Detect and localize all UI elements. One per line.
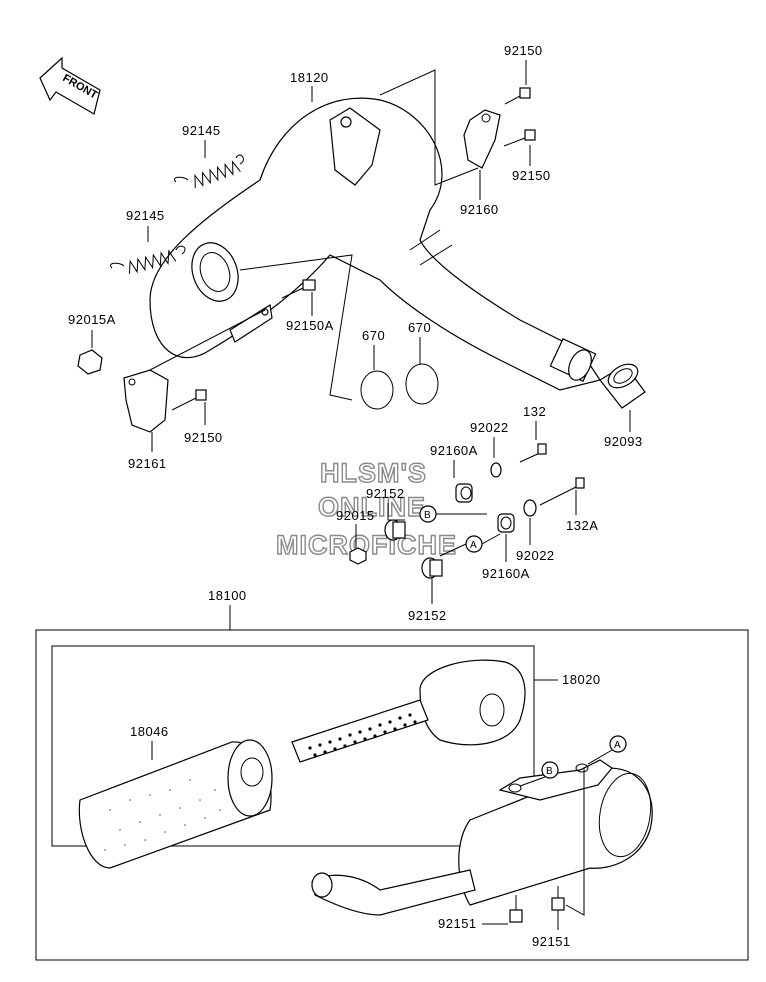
spring-92145-a-icon [174,154,244,189]
front-arrow-icon: FRONT [39,56,101,115]
packing-18046 [78,739,273,869]
marker-B-upper-label: B [424,510,431,521]
marker-B-lower-label: B [546,766,553,777]
callout-92151-b: 92151 [532,934,571,949]
callout-92150-mid: 92150 [512,168,551,183]
watermark-line2: ONLINE [318,492,426,522]
collar-92152-b-icon [421,557,443,579]
callout-92150-top: 92150 [504,43,543,58]
marker-A-lower-label: A [614,740,621,751]
callout-92161: 92161 [128,456,167,471]
nut-92015A-icon [77,349,103,375]
marker-A-upper: A [439,533,501,557]
bolt-92151-b-icon [551,886,565,911]
marker-A-lower: A [587,735,627,765]
callout-92152-b: 92152 [408,608,447,623]
silencer-body [311,759,653,916]
callout-92093: 92093 [604,434,643,449]
o-ring-670-b-icon [405,363,439,405]
grommet-92160A-b-icon [497,513,515,533]
bolt-92151-a-icon [509,895,523,923]
callout-92145-a: 92145 [182,123,221,138]
assembly-box-18020 [51,645,535,847]
callout-92145-b: 92145 [126,208,165,223]
callout-670-a: 670 [362,328,385,343]
callout-132: 132 [523,404,546,419]
callout-18100: 18100 [208,588,247,603]
callout-18046: 18046 [130,724,169,739]
bolt-132A-icon [539,477,585,506]
marker-B-lower: B [519,761,559,787]
bracket-92160 [463,109,501,169]
callout-18020: 18020 [562,672,601,687]
end-cap-18020 [419,659,526,746]
callout-92160A-a: 92160A [430,443,478,458]
exhaust-chamber-18120 [149,97,601,391]
callout-92015: 92015 [336,508,375,523]
assembly-box-18100 [35,629,749,961]
slip-joint-92093 [599,363,646,409]
bolt-92150-low-icon [171,389,207,411]
callout-92151-a: 92151 [438,916,477,931]
grommet-92160A-a-icon [455,483,473,503]
callout-92150A: 92150A [286,318,334,333]
marker-A-upper-label: A [470,540,477,551]
washer-92022-b-icon [523,499,537,517]
bracket-92161 [123,309,266,433]
bolt-132-icon [519,443,547,463]
nut-92015-icon [349,547,367,565]
callout-92022-a: 92022 [470,420,509,435]
callout-132A: 132A [566,518,598,533]
bolt-92150-top-icon [504,87,531,105]
o-ring-670-a-icon [360,370,394,410]
callout-92150-low: 92150 [184,430,223,445]
callout-92022-b: 92022 [516,548,555,563]
perforated-core [291,699,429,763]
marker-B-upper: B [419,505,487,523]
callout-92160: 92160 [460,202,499,217]
spring-92145-b-icon [110,245,186,274]
bolt-92150-mid-icon [503,129,536,147]
watermark-line3: MICROFICHE [276,530,457,560]
washer-92022-a-icon [490,462,502,478]
watermark: HLSM'S ONLINE MICROFICHE [275,457,457,560]
bolt-92150A-icon [281,279,316,299]
collar-92152-a-icon [384,519,406,541]
callout-670-b: 670 [408,320,431,335]
callout-92015A: 92015A [68,312,116,327]
callout-92160A-b: 92160A [482,566,530,581]
watermark-line1: HLSM'S [320,458,427,488]
callout-92152-a: 92152 [366,486,405,501]
callout-18120: 18120 [290,70,329,85]
